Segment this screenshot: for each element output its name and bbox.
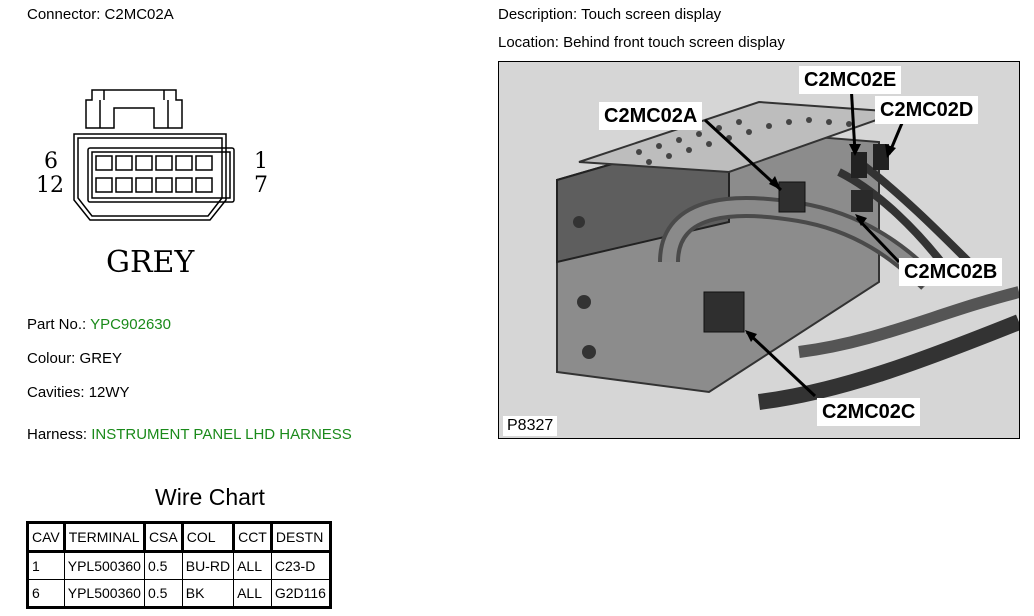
- callout-c2mc02e: C2MC02E: [799, 66, 902, 94]
- header-cct: CCT: [232, 521, 273, 553]
- header-col: COL: [180, 521, 236, 553]
- wire-chart-title: Wire Chart: [155, 484, 265, 510]
- cell-destn: C23-D: [270, 551, 332, 580]
- part-number-value: YPC902630: [90, 316, 171, 333]
- cell-csa: 0.5: [143, 579, 183, 609]
- photo-illustration: [499, 62, 1019, 438]
- wire-chart-table: CAV TERMINAL CSA COL CCT DESTN 1 YPL5003…: [26, 521, 332, 609]
- cell-terminal: YPL500360: [63, 579, 145, 609]
- header-destn: DESTN: [269, 521, 332, 553]
- pin-7-label: 7: [254, 173, 268, 198]
- cavities-label: Cavities:: [27, 384, 85, 401]
- header-cav: CAV: [26, 521, 66, 553]
- pin-12-label: 12: [36, 173, 64, 198]
- location-line: Location: Behind front touch screen disp…: [498, 34, 785, 52]
- table-row: 1 YPL500360 0.5 BU-RD ALL C23-D: [26, 551, 332, 580]
- cavity-grid: [95, 155, 213, 193]
- connector-value: C2MC02A: [104, 6, 174, 23]
- cell-col: BU-RD: [181, 551, 235, 580]
- description-value: Touch screen display: [581, 6, 722, 23]
- connector-color-label: GREY: [106, 245, 195, 280]
- colour-value: GREY: [79, 350, 123, 367]
- colour-label: Colour:: [27, 350, 76, 367]
- part-number-label: Part No.:: [27, 316, 87, 333]
- harness-label: Harness:: [27, 426, 88, 443]
- cell-csa: 0.5: [143, 551, 183, 580]
- connector-diagram: 6 12 1 7 GREY: [36, 89, 268, 280]
- callout-c2mc02c: C2MC02C: [817, 398, 921, 426]
- harness-value: INSTRUMENT PANEL LHD HARNESS: [91, 426, 352, 443]
- colour-line: Colour: GREY: [27, 350, 122, 368]
- callout-c2mc02d: C2MC02D: [875, 96, 979, 124]
- location-label: Location:: [498, 34, 559, 51]
- location-value: Behind front touch screen display: [563, 34, 785, 51]
- connector-label: Connector:: [27, 6, 101, 23]
- cell-col: BK: [181, 579, 235, 609]
- connector-line: Connector: C2MC02A: [27, 6, 174, 24]
- cavities-value: 12WY: [88, 384, 130, 401]
- table-row: 6 YPL500360 0.5 BK ALL G2D116: [26, 579, 332, 609]
- header-csa: CSA: [142, 521, 184, 553]
- wire-chart-header-row: CAV TERMINAL CSA COL CCT DESTN: [26, 521, 332, 553]
- cell-destn: G2D116: [270, 579, 332, 609]
- photo-id-label: P8327: [503, 416, 558, 436]
- pin-1-label: 1: [254, 149, 268, 174]
- cell-cav: 1: [26, 551, 65, 580]
- description-label: Description:: [498, 6, 578, 23]
- callout-c2mc02a: C2MC02A: [599, 102, 703, 130]
- callout-c2mc02b: C2MC02B: [899, 258, 1003, 286]
- pin-6-label: 6: [44, 149, 58, 174]
- header-terminal: TERMINAL: [62, 521, 146, 553]
- cell-cct: ALL: [233, 551, 272, 580]
- location-photo: C2MC02A C2MC02E C2MC02D C2MC02B C2MC02C …: [498, 61, 1020, 439]
- cell-terminal: YPL500360: [63, 551, 145, 580]
- cavities-line: Cavities: 12WY: [27, 384, 130, 402]
- part-number-line: Part No.: YPC902630: [27, 316, 171, 334]
- cell-cav: 6: [26, 579, 65, 609]
- harness-line: Harness: INSTRUMENT PANEL LHD HARNESS: [27, 426, 352, 444]
- cell-cct: ALL: [233, 579, 272, 609]
- description-line: Description: Touch screen display: [498, 6, 721, 24]
